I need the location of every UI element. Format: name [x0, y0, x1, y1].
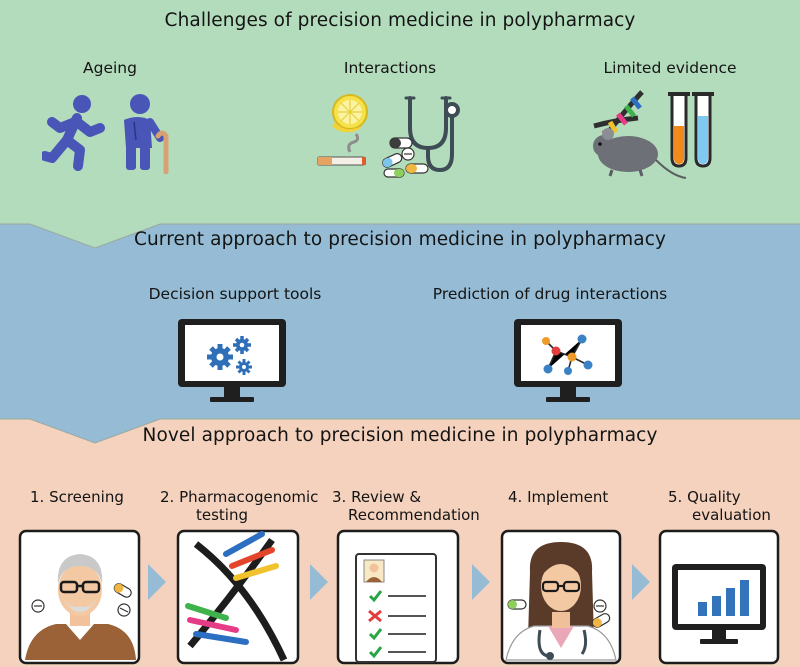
- dna-strand-icon: [185, 531, 288, 662]
- step-2-panel: [176, 529, 300, 665]
- step-5-panel: [658, 529, 780, 665]
- lemon-icon: [332, 94, 368, 133]
- step-2-label: 2. Pharmacogenomic testing: [160, 488, 318, 524]
- ageing-illustration: [42, 94, 169, 174]
- step-3-panel: [336, 529, 460, 665]
- elderly-person-with-cane-icon: [124, 94, 169, 174]
- network-edges: [545, 338, 589, 372]
- monitor-gears-icon: [178, 319, 286, 402]
- step-4-panel: [500, 529, 622, 665]
- novel-title: Novel approach to precision medicine in …: [142, 425, 658, 446]
- step-4-label: 4. Implement: [508, 488, 608, 506]
- band-borders: [0, 223, 800, 444]
- step-2-line2: testing: [196, 506, 249, 524]
- step-1-label: 1. Screening: [30, 488, 124, 506]
- test-tubes-icon: [668, 92, 714, 168]
- monitor-bar-chart-icon: [672, 564, 766, 644]
- arrow-right-icon: [472, 564, 490, 600]
- stethoscope-icon: [404, 96, 460, 173]
- monitor-network-icon: [514, 319, 622, 402]
- challenges-band: [0, 0, 800, 248]
- step-4-line1: 4. Implement: [508, 488, 609, 506]
- drug-interactions-label: Prediction of drug interactions: [432, 285, 668, 303]
- current-title: Current approach to precision medicine i…: [133, 229, 667, 250]
- pills-icon: [382, 137, 429, 178]
- decision-support-label: Decision support tools: [148, 285, 322, 303]
- gears: [207, 336, 252, 375]
- challenge-evidence-label: Limited evidence: [603, 59, 737, 77]
- challenge-interactions-label: Interactions: [343, 59, 437, 77]
- step-5-label: 5. Quality evaluation: [668, 488, 771, 524]
- step-3-line1: 3. Review &: [332, 488, 422, 506]
- evidence-illustration: [593, 90, 714, 179]
- cigarette-icon: [317, 133, 366, 166]
- step-3-line2: Recommendation: [348, 506, 480, 524]
- checklist-icon: [355, 553, 437, 663]
- step-5-line1: 5. Quality: [668, 488, 741, 506]
- step-5-line2: evaluation: [692, 506, 771, 524]
- running-person-icon: [42, 95, 105, 171]
- elderly-patient-icon: [25, 554, 136, 660]
- current-band: [0, 224, 800, 443]
- arrow-right-icon: [632, 564, 650, 600]
- challenge-ageing-label: Ageing: [83, 59, 137, 77]
- step-1-line1: 1. Screening: [30, 488, 124, 506]
- doctor-icon: [505, 542, 617, 661]
- steps-panels: [18, 529, 780, 665]
- arrow-right-icon: [148, 564, 166, 600]
- lab-mouse-icon: [593, 128, 687, 179]
- network-nodes: [542, 334, 593, 375]
- challenges-title: Challenges of precision medicine in poly…: [164, 10, 636, 31]
- interactions-illustration: [317, 94, 460, 178]
- arrow-right-icon: [310, 564, 328, 600]
- step-2-line1: 2. Pharmacogenomic: [160, 488, 319, 506]
- step-3-label: 3. Review & Recommendation: [332, 488, 480, 524]
- step-1-panel: [18, 529, 141, 665]
